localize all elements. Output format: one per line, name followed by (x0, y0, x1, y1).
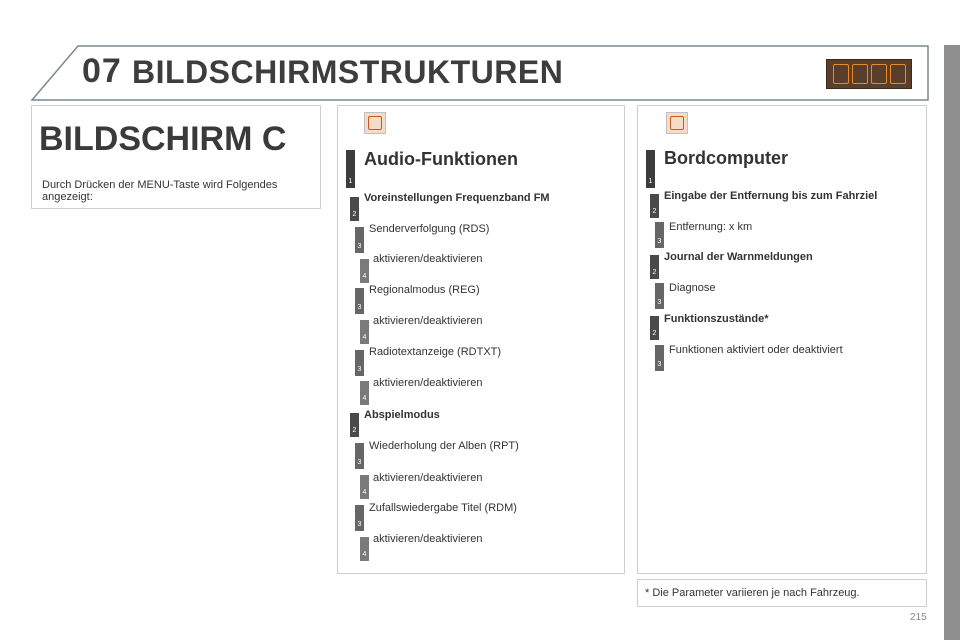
level-marker: 3 (355, 505, 364, 531)
list-item: Diagnose (669, 282, 716, 294)
header-icon-strip (826, 59, 912, 89)
chapter-number: 07 (82, 52, 122, 90)
level-marker: 3 (355, 350, 364, 376)
footnote-box (637, 579, 927, 607)
screen-description: Durch Drücken der MENU-Taste wird Folgen… (42, 179, 278, 203)
level-marker: 2 (350, 197, 359, 221)
audio-menu-icon (364, 112, 386, 134)
list-item: Voreinstellungen Frequenzband FM (364, 192, 550, 204)
list-item: Zufallswiedergabe Titel (RDM) (369, 502, 517, 514)
list-item: Radiotextanzeige (RDTXT) (369, 346, 502, 358)
level-marker: 3 (355, 443, 364, 469)
level-marker: 3 (655, 345, 664, 371)
header-frame (30, 45, 929, 101)
list-item: aktivieren/deaktivieren (373, 315, 483, 327)
level-marker: 2 (650, 255, 659, 279)
list-item: Abspielmodus (364, 409, 440, 421)
level-marker: 1 (346, 150, 355, 188)
list-item: Funktionszustände* (664, 313, 769, 325)
level-marker: 3 (355, 288, 364, 314)
trip-computer-menu-icon (666, 112, 688, 134)
chapter-title: BILDSCHIRMSTRUKTUREN (132, 54, 564, 90)
fuel-icon (851, 64, 868, 84)
list-item: Eingabe der Entfernung bis zum Fahrziel (664, 190, 878, 202)
level-marker: 3 (655, 222, 664, 248)
level-marker: 2 (350, 413, 359, 437)
list-item: aktivieren/deaktivieren (373, 533, 483, 545)
level-marker: 4 (360, 320, 369, 344)
level-marker: 2 (650, 194, 659, 218)
radio-icon (832, 64, 849, 84)
list-item: Funktionen aktiviert oder deaktiviert (669, 344, 843, 356)
screen-intro-panel (31, 105, 321, 209)
list-item: Journal der Warnmeldungen (664, 251, 813, 263)
level-marker: 4 (360, 381, 369, 405)
list-item: Wiederholung der Alben (RPT) (369, 440, 519, 452)
list-item: Senderverfolgung (RDS) (369, 223, 490, 235)
level-marker: 4 (360, 537, 369, 561)
page-number: 215 (910, 612, 927, 623)
audio-functions-panel (337, 105, 625, 574)
list-item: Regionalmodus (REG) (369, 284, 480, 296)
list-item: aktivieren/deaktivieren (373, 472, 483, 484)
level-marker: 4 (360, 475, 369, 499)
level-marker: 4 (360, 259, 369, 283)
list-item: aktivieren/deaktivieren (373, 253, 483, 265)
list-item: Entfernung: x km (669, 221, 753, 233)
trip-computer-icon (889, 64, 906, 84)
page-edge-bar (944, 45, 960, 640)
level-marker: 3 (355, 227, 364, 253)
bordcomputer-section-title: Bordcomputer (664, 148, 789, 168)
phone-icon (870, 64, 887, 84)
screen-title: BILDSCHIRM C (39, 120, 287, 158)
bordcomputer-panel (637, 105, 927, 574)
level-marker: 3 (655, 283, 664, 309)
list-item: aktivieren/deaktivieren (373, 377, 483, 389)
audio-section-title: Audio-Funktionen (364, 149, 518, 169)
level-marker: 2 (650, 316, 659, 340)
footnote-text: * Die Parameter variieren je nach Fahrze… (645, 587, 860, 599)
level-marker: 1 (646, 150, 655, 188)
